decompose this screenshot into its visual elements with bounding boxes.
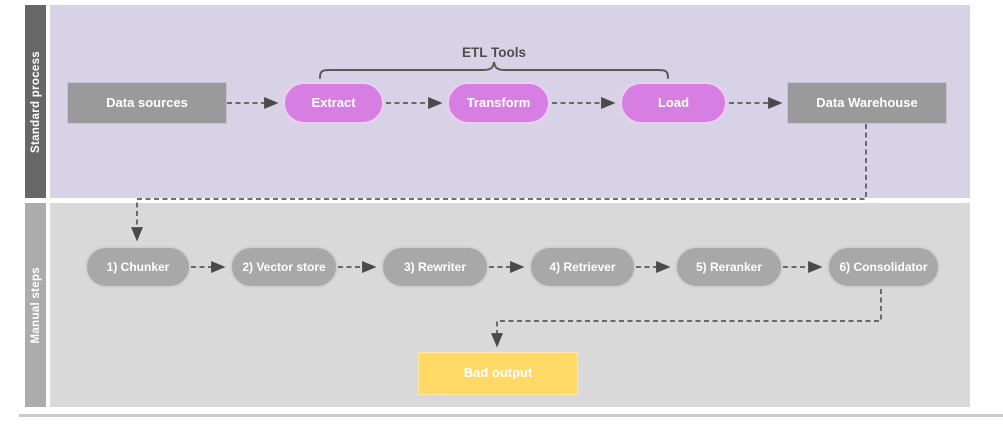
lane-manual-steps-tab: Manual steps [25,203,46,407]
etl-tools-group-label: ETL Tools [462,45,526,60]
lane-standard-process-label: Standard process [29,50,42,153]
node-vector-store: 2) Vector store [230,246,338,288]
lane-manual-steps-label: Manual steps [29,266,42,344]
node-load: Load [620,82,727,124]
node-rewriter: 3) Rewriter [381,246,489,288]
lane-standard-process-tab: Standard process [25,5,46,198]
node-consolidator: 6) Consolidator [827,246,940,288]
node-reranker: 5) Reranker [675,246,783,288]
node-data-sources: Data sources [67,82,227,124]
bottom-divider [19,414,1003,417]
node-bad-output: Bad output [418,352,578,395]
node-chunker: 1) Chunker [85,246,191,288]
node-retriever: 4) Retriever [529,246,636,288]
node-transform: Transform [447,82,550,124]
node-extract: Extract [283,82,384,124]
node-data-warehouse: Data Warehouse [787,82,947,124]
